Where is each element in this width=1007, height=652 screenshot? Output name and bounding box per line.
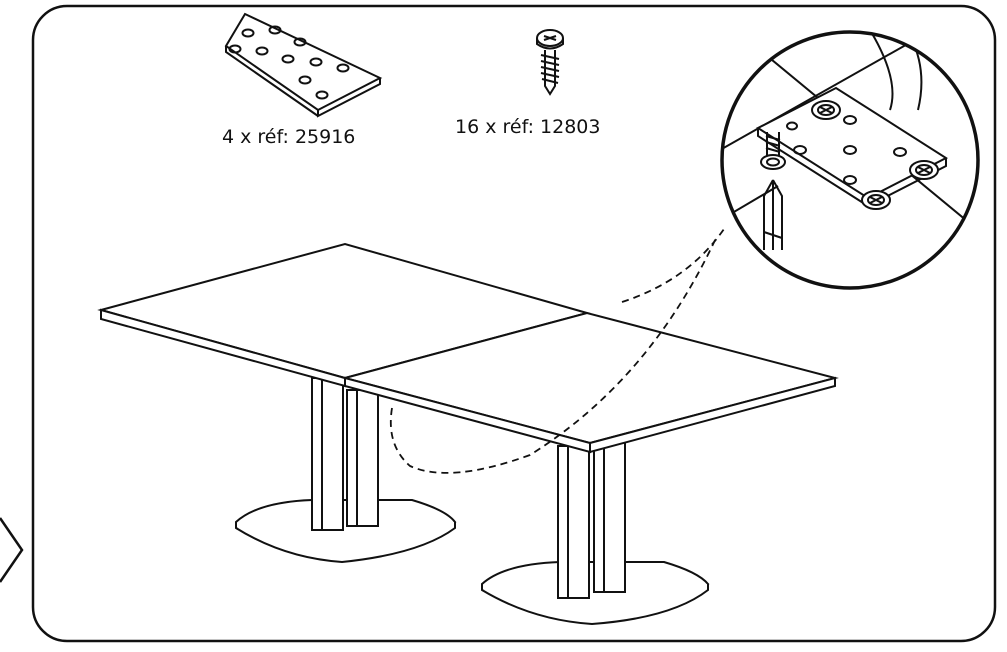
screw-icon [536,29,564,96]
installed-screw-icon [811,100,841,120]
plate-reference-label: 4 x réf: 25916 [222,126,355,148]
screwdriver-icon [763,179,783,250]
previous-step-arrow-icon [0,517,24,583]
magnified-detail-view [720,30,980,290]
inserting-screw-icon [760,132,786,170]
installed-screw-icon [909,160,939,180]
right-table-base [481,439,710,626]
connector-plate-icon [224,12,383,118]
right-tabletop [341,311,839,454]
detail-callout-lines [389,225,727,474]
installed-screw-icon [861,190,891,210]
screw-reference-label: 16 x réf: 12803 [455,116,600,138]
left-table-base [235,377,457,564]
instruction-frame [31,4,997,643]
